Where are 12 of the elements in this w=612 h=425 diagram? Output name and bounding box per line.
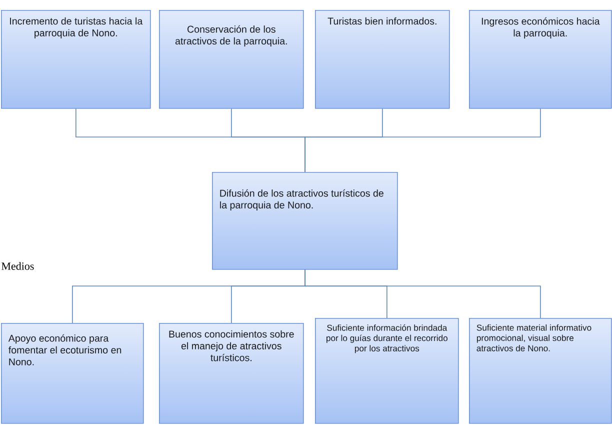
process-box: Ingresos económicos hacia la parroquia. xyxy=(469,10,612,109)
process-box: Conservación de los atractivos de la parroquia. xyxy=(159,10,304,109)
section-label: Medios xyxy=(2,262,34,270)
process-box: Buenos conocimientos sobre el manejo de atractivos turísticos. xyxy=(159,323,304,424)
process-box: Difusión de los atractivos turísticos de la parroquia de Nono. xyxy=(212,172,398,270)
process-box: Apoyo económico para fomentar el ecoturismo en Nono. xyxy=(1,323,144,424)
process-box: Turistas bien informados. xyxy=(315,10,450,109)
connector-line xyxy=(304,108,541,172)
process-box: Incremento de turistas hacia la parroquia de Nono. xyxy=(1,10,151,109)
process-box: Suficiente material informativo promocional, visual sobre atractivos de Nono. xyxy=(469,318,612,424)
connector-line xyxy=(304,269,541,318)
process-box: Suficiente información brindada por lo guías durante el recorrido por los atractivos xyxy=(315,318,459,424)
